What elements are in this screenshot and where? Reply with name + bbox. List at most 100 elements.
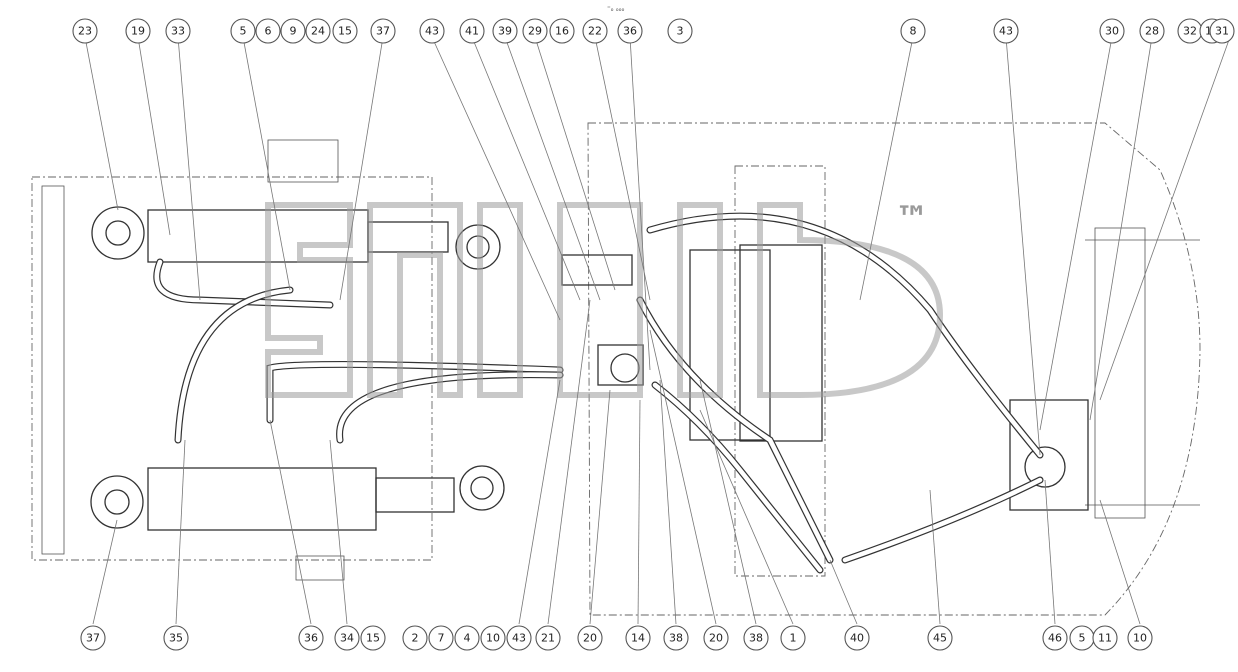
top-callout-label: 32 (1183, 25, 1197, 38)
top-callout-label: 23 (78, 25, 92, 38)
bottom-callout-label: 10 (1133, 632, 1147, 645)
bottom-callout-4: 34 (334, 625, 360, 651)
top-callout-circle (993, 18, 1019, 44)
top-callout-label: 5 (240, 25, 247, 38)
top-callout-label: 24 (311, 25, 325, 38)
bottom-callout-label: 7 (438, 632, 445, 645)
top-callout-22: 32 (1177, 18, 1203, 44)
top-callout-circle (667, 18, 693, 44)
top-callout-1: 23 (72, 18, 98, 44)
watermark-logo: ™ (265, 199, 944, 398)
top-callout-circle (900, 18, 926, 44)
lower-cylinder (90, 465, 505, 531)
bottom-callout-9: 10 (480, 625, 506, 651)
bottom-callout-label: 43 (512, 632, 526, 645)
bottom-callout-6: 2 (402, 625, 428, 651)
bottom-callout-circle (480, 625, 506, 651)
bottom-callout-circle (703, 625, 729, 651)
top-callout-8: 15 (332, 18, 358, 44)
top-callout-circle (280, 18, 306, 44)
top-callout-17: 3 (667, 18, 693, 44)
top-callout-19: 43 (993, 18, 1019, 44)
bottom-callout-circle (780, 625, 806, 651)
bottom-callout-5: 15 (360, 625, 386, 651)
bottom-callout-label: 46 (1048, 632, 1062, 645)
top-callout-label: 29 (528, 25, 542, 38)
top-callout-14: 16 (549, 18, 575, 44)
top-callout-3: 33 (165, 18, 191, 44)
bottom-callout-18: 40 (844, 625, 870, 651)
bottom-callout-label: 14 (631, 632, 645, 645)
top-callout-circle (230, 18, 256, 44)
top-callout-label: 39 (498, 25, 512, 38)
bottom-callout-circle (625, 625, 651, 651)
top-callout-label: 43 (425, 25, 439, 38)
bottom-callout-label: 34 (340, 632, 354, 645)
bottom-callout-circle (1127, 625, 1153, 651)
top-callout-24: 31 (1209, 18, 1235, 44)
bottom-callout-13: 14 (625, 625, 651, 651)
bottom-callout-label: 38 (749, 632, 763, 645)
bottom-callout-12: 20 (577, 625, 603, 651)
bottom-callout-circle (535, 625, 561, 651)
bottom-callout-circle (844, 625, 870, 651)
top-callout-circle (549, 18, 575, 44)
bottom-callout-circle (506, 625, 532, 651)
bottom-callout-circle (1042, 625, 1068, 651)
top-callout-10: 43 (419, 18, 445, 44)
bottom-callout-label: 36 (304, 632, 318, 645)
top-callout-label: 36 (623, 25, 637, 38)
watermark-tm: ™ (895, 199, 929, 239)
top-callout-circle (1099, 18, 1125, 44)
bottom-callout-23: 10 (1127, 625, 1153, 651)
bottom-callout-circle (927, 625, 953, 651)
bottom-callout-circle (454, 625, 480, 651)
top-callout-9: 37 (370, 18, 396, 44)
bottom-callout-16: 38 (743, 625, 769, 651)
top-callout-circle (370, 18, 396, 44)
top-callout-label: 37 (376, 25, 390, 38)
bottom-callout-17: 1 (780, 625, 806, 651)
bottom-callout-8: 4 (454, 625, 480, 651)
bottom-callout-label: 35 (169, 632, 183, 645)
bottom-callout-11: 21 (535, 625, 561, 651)
top-callout-circle (617, 18, 643, 44)
bottom-callout-circle (577, 625, 603, 651)
bottom-callout-20: 46 (1042, 625, 1068, 651)
bottom-callout-19: 45 (927, 625, 953, 651)
top-callout-circle (165, 18, 191, 44)
top-callout-4: 5 (230, 18, 256, 44)
bottom-callout-circle (360, 625, 386, 651)
bottom-callout-circle (428, 625, 454, 651)
top-callout-label: 43 (999, 25, 1013, 38)
top-callout-7: 24 (305, 18, 331, 44)
callouts-top: 2319335692415374341392916223638433028321… (72, 18, 1235, 44)
top-callout-6: 9 (280, 18, 306, 44)
top-callout-label: 28 (1145, 25, 1159, 38)
bottom-callout-15: 20 (703, 625, 729, 651)
base-frame (31, 122, 1201, 616)
top-callout-circle (419, 18, 445, 44)
bottom-callout-1: 37 (80, 625, 106, 651)
top-callout-20: 30 (1099, 18, 1125, 44)
bottom-callout-label: 38 (669, 632, 683, 645)
top-callout-circle (492, 18, 518, 44)
bottom-callout-label: 20 (709, 632, 723, 645)
top-callout-21: 28 (1139, 18, 1165, 44)
top-callout-circle (72, 18, 98, 44)
top-callout-label: 33 (171, 25, 185, 38)
top-callout-label: 3 (677, 25, 684, 38)
top-callout-circle (1139, 18, 1165, 44)
top-callout-label: 30 (1105, 25, 1119, 38)
top-callout-18: 8 (900, 18, 926, 44)
bottom-callout-label: 11 (1098, 632, 1112, 645)
top-callout-label: 15 (338, 25, 352, 38)
top-callout-label: 6 (265, 25, 272, 38)
bottom-callout-label: 20 (583, 632, 597, 645)
bottom-callout-label: 1 (790, 632, 797, 645)
top-callout-11: 41 (459, 18, 485, 44)
bottom-callout-circle (80, 625, 106, 651)
bottom-callout-22: 11 (1092, 625, 1118, 651)
